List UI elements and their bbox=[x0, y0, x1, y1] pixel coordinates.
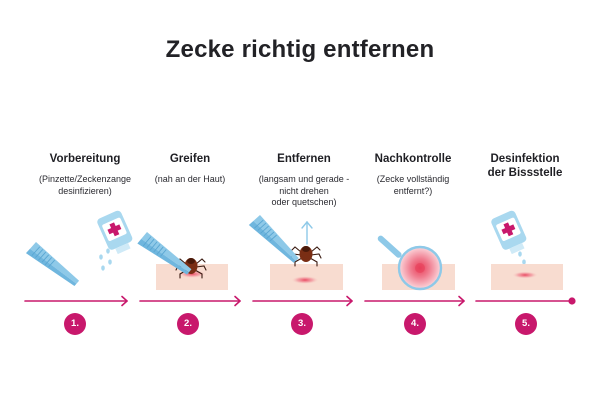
tweezers-icon bbox=[25, 241, 80, 293]
magnifier-icon bbox=[377, 235, 443, 291]
step-1-heading: Vorbereitung (Pinzette/Zeckenzange desin… bbox=[25, 152, 145, 197]
step-2-title: Greifen bbox=[169, 153, 211, 165]
step-3-number: 3. bbox=[291, 313, 313, 335]
step-2-heading: Greifen (nah an der Haut) bbox=[130, 152, 250, 186]
step-3-title: Entfernen bbox=[277, 153, 331, 165]
step-5-title: Desinfektion der Bissstelle bbox=[487, 153, 563, 179]
step-3-heading: Entfernen (langsam und gerade - nicht dr… bbox=[244, 152, 364, 209]
step-4-number: 4. bbox=[404, 313, 426, 335]
tick-icon bbox=[290, 246, 322, 267]
step-4-description: (Zecke vollständig entfernt?) bbox=[376, 174, 450, 196]
step-1-title: Vorbereitung bbox=[49, 153, 121, 165]
drops-icon bbox=[518, 251, 526, 265]
step-3-description: (langsam und gerade - nicht drehen oder … bbox=[258, 174, 350, 207]
tweezers-icon bbox=[248, 214, 300, 269]
drops-icon bbox=[99, 248, 112, 271]
step-1-number: 1. bbox=[64, 313, 86, 335]
step-2-description: (nah an der Haut) bbox=[154, 174, 226, 184]
arrow-up-icon bbox=[301, 220, 313, 245]
page-title: Zecke richtig entfernen bbox=[165, 36, 435, 63]
step-1-description: (Pinzette/Zeckenzange desinfizieren) bbox=[38, 174, 132, 196]
step-5-number: 5. bbox=[515, 313, 537, 335]
step-2-number: 2. bbox=[177, 313, 199, 335]
timeline bbox=[24, 295, 571, 307]
disinfectant-bottle-icon bbox=[491, 210, 527, 255]
step-4-heading: Nachkontrolle (Zecke vollständig entfern… bbox=[353, 152, 473, 197]
timeline-end-dot bbox=[568, 297, 576, 305]
step-5-heading: Desinfektion der Bissstelle bbox=[465, 152, 585, 188]
disinfectant-bottle-icon bbox=[97, 210, 133, 255]
step-4-title: Nachkontrolle bbox=[374, 153, 452, 165]
